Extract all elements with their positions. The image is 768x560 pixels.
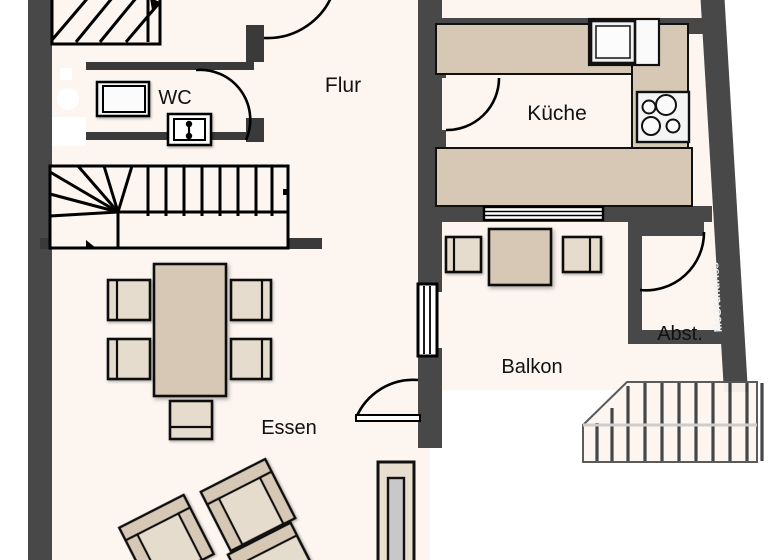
wc-square-fixture [52, 117, 86, 146]
dining-table [152, 262, 228, 398]
room-label-wc: WC [158, 87, 191, 109]
balcony-chair-right [561, 235, 603, 274]
balcony-window [482, 205, 605, 222]
dining-chair-right-bottom [229, 337, 273, 381]
kitchen-stove-icon [635, 90, 691, 144]
staircase-outline [48, 164, 290, 250]
balcony-furniture [444, 227, 603, 287]
upper-stair-treads [50, 0, 162, 43]
floor-essen [38, 245, 430, 560]
wall-wc-top [86, 62, 254, 70]
essen-balkon-door [354, 378, 421, 422]
wall-abst-bottom [628, 330, 736, 344]
kitchen-counter-bottom [435, 147, 693, 207]
wc-round-sink-icon [57, 88, 79, 110]
room-labels: Flur WC Küche Balkon Abst. Essen [158, 74, 702, 439]
wall-wc-right-upper [246, 25, 264, 62]
wall-exterior-left [28, 0, 52, 560]
room-label-essen: Essen [261, 417, 317, 439]
armchair-middle [117, 493, 216, 560]
room-label-flur: Flur [325, 74, 361, 97]
watermark: McGrundriss [709, 262, 725, 333]
staircase-arrow [86, 240, 96, 248]
room-label-balkon: Balkon [501, 356, 562, 378]
essen-radiator [376, 460, 416, 560]
winder-staircase [48, 164, 290, 250]
dining-chair-right-top [229, 278, 273, 322]
kitchen-sink-icon [587, 17, 661, 67]
wc-door [195, 68, 252, 141]
upper-stair-run [50, 0, 162, 46]
dining-set [106, 262, 273, 441]
armchair-lower [226, 521, 322, 560]
living-armchairs [117, 457, 322, 560]
flur-entry-door [263, 0, 332, 40]
balcony-chair-left [444, 235, 483, 274]
wc-bathtub [95, 80, 151, 118]
staircase-newel [283, 189, 289, 195]
armchair-right [199, 457, 297, 553]
wc-toilet [166, 112, 213, 147]
balcony-railing [582, 381, 764, 463]
kitchen-door [445, 77, 501, 132]
wall-abst-top [628, 222, 704, 236]
room-label-kueche: Küche [527, 102, 587, 125]
wall-exterior-right [700, 0, 748, 392]
wc-fixtures [52, 68, 213, 147]
dining-chair-left-top [106, 278, 152, 322]
abstellraum-door [639, 231, 706, 292]
staircase-treads [49, 165, 288, 248]
room-label-abst: Abst. [657, 323, 703, 345]
kitchen [435, 17, 693, 207]
wall-central-lower [418, 348, 442, 448]
wall-abst-left [628, 222, 642, 342]
essen-window [416, 282, 439, 358]
balcony-table [487, 227, 553, 287]
dining-chair-head [168, 399, 214, 441]
wc-small-fixture [60, 68, 72, 80]
dining-chair-left-bottom [106, 337, 152, 381]
watermark-text: McGrundriss [709, 262, 725, 333]
upper-stair-arrow [150, 0, 160, 10]
